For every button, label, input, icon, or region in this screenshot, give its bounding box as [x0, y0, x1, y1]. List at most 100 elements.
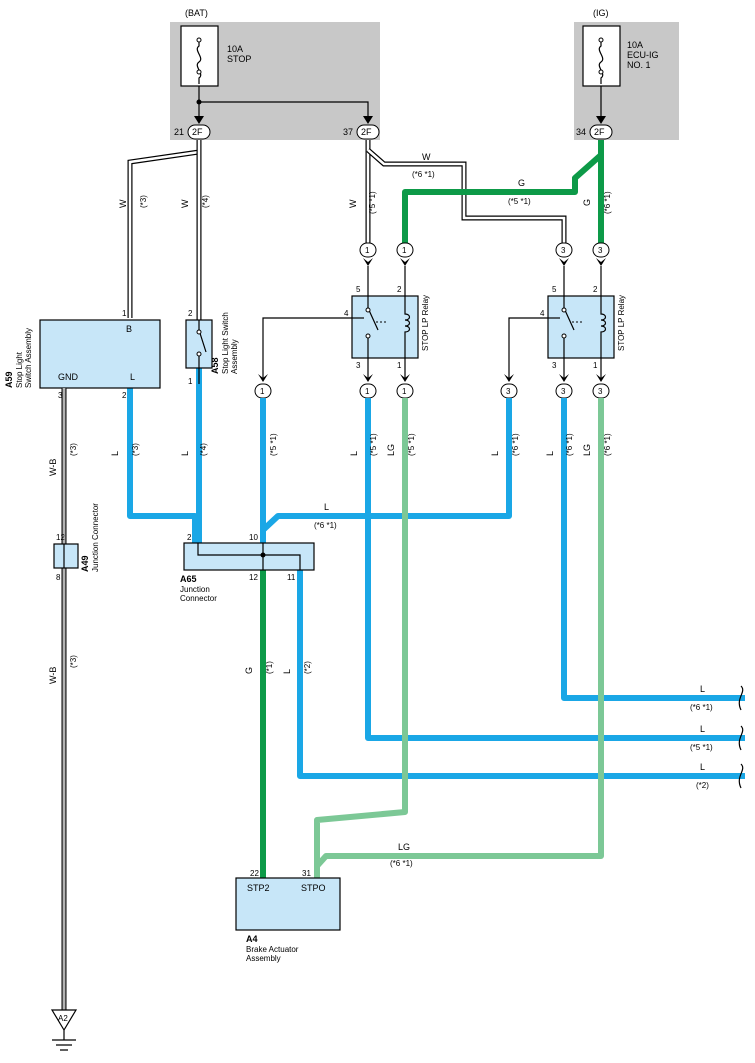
a59-num-2: 2: [122, 391, 127, 400]
a4-brake-actuator: [235, 877, 341, 931]
a58-switch-assembly: [185, 319, 213, 369]
note-lg-relay2: (*6 *1): [603, 433, 612, 456]
continuation-marks: [738, 685, 744, 789]
a59-switch-assembly: [39, 319, 161, 389]
a4-pin-stp2: STP2: [247, 883, 270, 893]
ecu-ig-fuse: [582, 25, 621, 87]
ecu-ig-fuse-name-2: NO. 1: [627, 60, 651, 70]
svg-text:1: 1: [365, 246, 370, 255]
pin-34: 34: [576, 127, 586, 137]
note-g-a65: (*1): [265, 661, 274, 674]
inline-connector-top-1b: 1: [396, 242, 414, 258]
note-l-relay2-pin3: (*6 *1): [565, 433, 574, 456]
relay2-pin1: 1: [593, 361, 598, 370]
svg-text:3: 3: [598, 387, 603, 396]
svg-text:3: 3: [561, 246, 566, 255]
stop-fuse: [180, 25, 219, 87]
lbl-wb-bottom: W-B: [48, 667, 58, 684]
a59-pin-l: L: [130, 372, 135, 382]
svg-text:2F: 2F: [361, 127, 372, 137]
a59-num-1: 1: [122, 309, 127, 318]
a58-name-1: Stop Light Switch: [221, 312, 230, 374]
note-l-horiz: (*6 *1): [314, 521, 337, 530]
note-wb-bottom: (*3): [69, 655, 78, 668]
note-lg-relay1: (*5 *1): [407, 433, 416, 456]
stop-fuse-rating: 10A: [227, 44, 243, 54]
ground-icon: [50, 1009, 78, 1051]
wire-label-g-cross: G: [518, 178, 525, 188]
note-wb-top: (*3): [69, 443, 78, 456]
svg-text:1: 1: [260, 387, 265, 396]
note-l-relay1-pin4: (*5 *1): [269, 433, 278, 456]
stop-lp-relay-2: [547, 295, 615, 359]
wire-label-w-a59: W: [118, 199, 128, 208]
a58-num-2: 2: [188, 309, 193, 318]
connector-2f-37: 2F: [356, 124, 380, 140]
relay1-pin3: 3: [356, 361, 361, 370]
lbl-l-out1: L: [700, 684, 705, 694]
note-g-cross: (*5 *1): [508, 197, 531, 206]
a49-code: A49: [80, 555, 90, 572]
lbl-l-a65: L: [282, 669, 292, 674]
note-l-a58: (*4): [199, 443, 208, 456]
note-relay1-w: (*5 *1): [368, 191, 377, 214]
a59-code: A59: [4, 371, 14, 388]
lbl-g-a65: G: [244, 667, 254, 674]
note-a59-w: (*3): [139, 195, 148, 208]
a65-num-10: 10: [249, 533, 258, 542]
a65-num-11: 11: [287, 573, 296, 582]
note-l-a65: (*2): [303, 661, 312, 674]
note-w-cross: (*6 *1): [412, 170, 435, 179]
a65-num-2: 2: [187, 533, 192, 542]
a59-pin-gnd: GND: [58, 372, 79, 382]
relay1-pin1: 1: [397, 361, 402, 370]
relay1-pin2: 2: [397, 285, 402, 294]
a49-name: Junction Connector: [91, 503, 100, 572]
svg-text:2F: 2F: [594, 127, 605, 137]
ecu-ig-fuse-rating: 10A: [627, 40, 643, 50]
lbl-l-a58: L: [180, 451, 190, 456]
a65-code: A65: [180, 574, 197, 584]
lbl-l-relay2-pin4: L: [490, 451, 500, 456]
lbl-l-relay1-pin3: L: [349, 451, 359, 456]
a49-num-12: 12: [56, 533, 65, 542]
wire-label-w-relay1: W: [348, 199, 358, 208]
green-wires: [260, 140, 604, 878]
note-lg-bottom: (*6 *1): [390, 859, 413, 868]
a4-code: A4: [246, 934, 258, 944]
svg-text:3: 3: [598, 246, 603, 255]
relay2-pin3: 3: [552, 361, 557, 370]
a65-name-1: Junction: [180, 585, 210, 594]
a65-num-12: 12: [249, 573, 258, 582]
relay1-pin5: 5: [356, 285, 361, 294]
svg-text:1: 1: [365, 387, 370, 396]
relay2-pin5: 5: [552, 285, 557, 294]
lbl-l-out3: L: [700, 762, 705, 772]
a58-name-2: Assembly: [230, 339, 239, 374]
a4-num-22: 22: [250, 869, 259, 878]
a59-name-1: Stop Light: [15, 351, 24, 388]
lbl-l-relay2-pin3: L: [545, 451, 555, 456]
relay2-pin2: 2: [593, 285, 598, 294]
light-green-wires: [314, 398, 604, 878]
a4-name-2: Assembly: [246, 954, 281, 963]
svg-text:3: 3: [561, 387, 566, 396]
note-l-out1: (*6 *1): [690, 703, 713, 712]
note-l-relay1-pin3: (*5 *1): [369, 433, 378, 456]
relay1-label: STOP LP Relay: [421, 295, 430, 351]
note-l-out2: (*5 *1): [690, 743, 713, 752]
connector-2f-34: 2F: [589, 124, 613, 140]
svg-text:3: 3: [506, 387, 511, 396]
connector-2f-21: 2F: [187, 124, 211, 140]
stop-lp-relay-1: [351, 295, 419, 359]
a59-name-2: Switch Assembly: [24, 328, 33, 388]
wire-label-g-relay2: G: [582, 199, 592, 206]
a65-junction-connector: [183, 542, 315, 571]
lbl-lg-relay1: LG: [386, 444, 396, 456]
a58-code: A58: [210, 357, 220, 374]
a49-num-8: 8: [56, 573, 61, 582]
relay2-label: STOP LP Relay: [617, 295, 626, 351]
lbl-wb-top: W-B: [48, 459, 58, 476]
